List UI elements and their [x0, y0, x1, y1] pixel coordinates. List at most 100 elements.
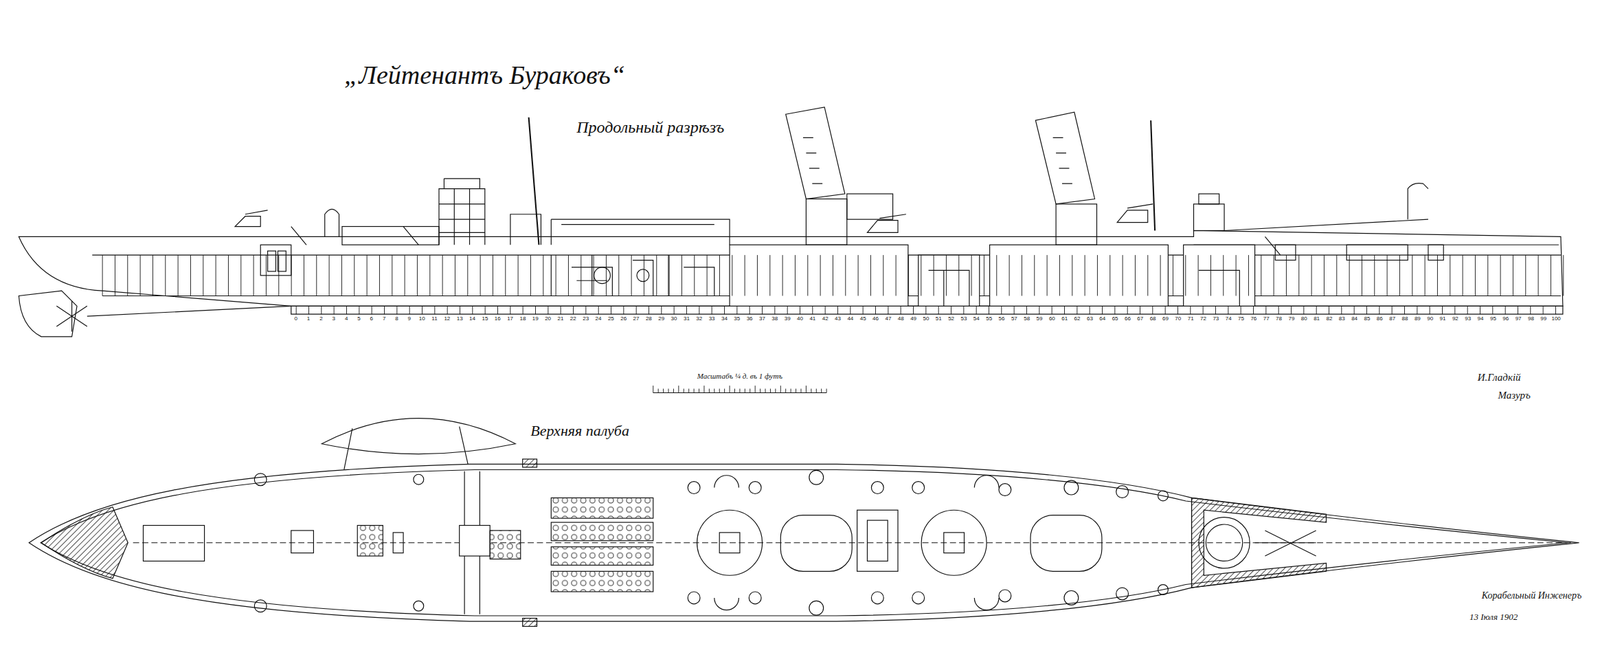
frame-number: 12	[443, 316, 450, 323]
frame-number: 98	[1527, 316, 1535, 323]
drawing-path	[803, 137, 1073, 184]
drawing-circle	[1198, 517, 1250, 569]
drawing-line	[560, 305, 562, 314]
drawing-path	[291, 226, 420, 246]
drawing-circle	[687, 481, 701, 494]
drawing-line	[1387, 254, 1388, 296]
drawing-line	[913, 305, 914, 314]
drawing-line	[713, 388, 715, 393]
drawing-line	[749, 388, 751, 393]
drawing-line	[459, 305, 461, 314]
drawing-line	[686, 305, 687, 314]
longitudinal-section	[18, 107, 1563, 393]
drawing-path	[1198, 269, 1240, 306]
frame-number: 69	[1162, 316, 1169, 323]
drawing-line	[652, 385, 654, 393]
drawing-line	[683, 388, 685, 393]
drawing-line	[1026, 305, 1028, 314]
drawing-line	[757, 254, 758, 296]
drawing-line	[1264, 236, 1280, 255]
drawing-line	[568, 254, 569, 296]
frame-number: 70	[1174, 316, 1181, 323]
drawing-line	[580, 254, 582, 296]
drawing-line	[202, 254, 204, 296]
drawing-rect	[392, 532, 404, 554]
drawing-line	[1354, 305, 1355, 314]
drawing-line	[391, 254, 393, 296]
frame-number: 85	[1364, 316, 1371, 323]
frame-number: 27	[633, 316, 640, 323]
drawing-line	[610, 305, 612, 314]
frame-number: 19	[532, 316, 539, 323]
drawing-line	[1227, 305, 1229, 314]
drawing-line	[1101, 305, 1103, 314]
upper-deck-plan	[28, 418, 1579, 627]
drawing-line	[593, 254, 595, 296]
funnel-plan	[1030, 515, 1102, 572]
drawing-line	[1260, 254, 1262, 296]
drawing-line	[693, 388, 695, 393]
drawing-line	[1253, 305, 1254, 314]
drawing-path	[324, 208, 340, 237]
drawing-line	[1474, 254, 1476, 296]
drawing-circle	[1205, 524, 1243, 561]
drawing-line	[820, 388, 822, 393]
drawing-line	[785, 388, 786, 393]
frame-number: 50	[922, 316, 929, 323]
drawing-line	[826, 388, 828, 393]
drawing-line	[1341, 305, 1342, 314]
frame-number: 23	[582, 316, 589, 323]
frame-number: 77	[1263, 316, 1270, 323]
drawing-line	[849, 305, 851, 314]
frame-number: 100	[1551, 316, 1561, 323]
drawing-line	[605, 254, 607, 296]
drawing-line	[1114, 305, 1115, 314]
deck-fittings	[254, 458, 1168, 626]
drawing-rect	[1428, 244, 1444, 260]
drawing-rect	[291, 530, 314, 554]
drawing-line	[1525, 254, 1526, 296]
drawing-line	[492, 254, 494, 296]
drawing-line	[618, 254, 619, 296]
drawing-line	[731, 254, 733, 296]
drawing-line	[895, 254, 897, 296]
drawing-line	[688, 388, 690, 393]
drawing-rect	[1198, 193, 1220, 205]
frame-number: 7	[382, 316, 386, 323]
drawing-line	[127, 254, 128, 296]
drawing-rect	[522, 458, 538, 468]
drawing-line	[938, 305, 940, 314]
drawing-circle	[912, 591, 925, 604]
frame-number: 8	[395, 316, 398, 323]
frame-number: 87	[1389, 316, 1396, 323]
frame-number: 26	[620, 316, 627, 323]
drawing-line	[1248, 254, 1249, 296]
drawing-line	[1505, 305, 1506, 314]
frame-number: 43	[834, 316, 841, 323]
drawing-line	[945, 254, 947, 296]
drawing-line	[434, 305, 435, 314]
drawing-rect	[729, 244, 909, 306]
drawing-circle	[998, 589, 1012, 602]
frame-number: 30	[671, 316, 678, 323]
drawing-line	[782, 254, 784, 296]
drawing-rect	[719, 532, 740, 554]
frame-number: 96	[1502, 316, 1509, 323]
drawing-line	[643, 254, 645, 296]
drawing-line	[658, 388, 659, 393]
frame-number: 38	[771, 316, 778, 323]
frame-number: 10	[419, 316, 426, 323]
signature: Корабельный Инженеръ	[1481, 590, 1583, 601]
drawing-circle	[1158, 584, 1169, 595]
frame-number: 81	[1313, 316, 1320, 323]
drawing-line	[1378, 305, 1380, 314]
drawing-line	[971, 254, 973, 296]
drawing-line	[1278, 305, 1280, 314]
drawing-line	[770, 388, 771, 393]
drawing-circle	[1116, 587, 1129, 600]
frame-number: 41	[809, 316, 816, 323]
frame-number: 73	[1212, 316, 1219, 323]
frame-number: 52	[948, 316, 955, 323]
drawing-line	[983, 254, 985, 296]
drawing-line	[1328, 305, 1330, 314]
